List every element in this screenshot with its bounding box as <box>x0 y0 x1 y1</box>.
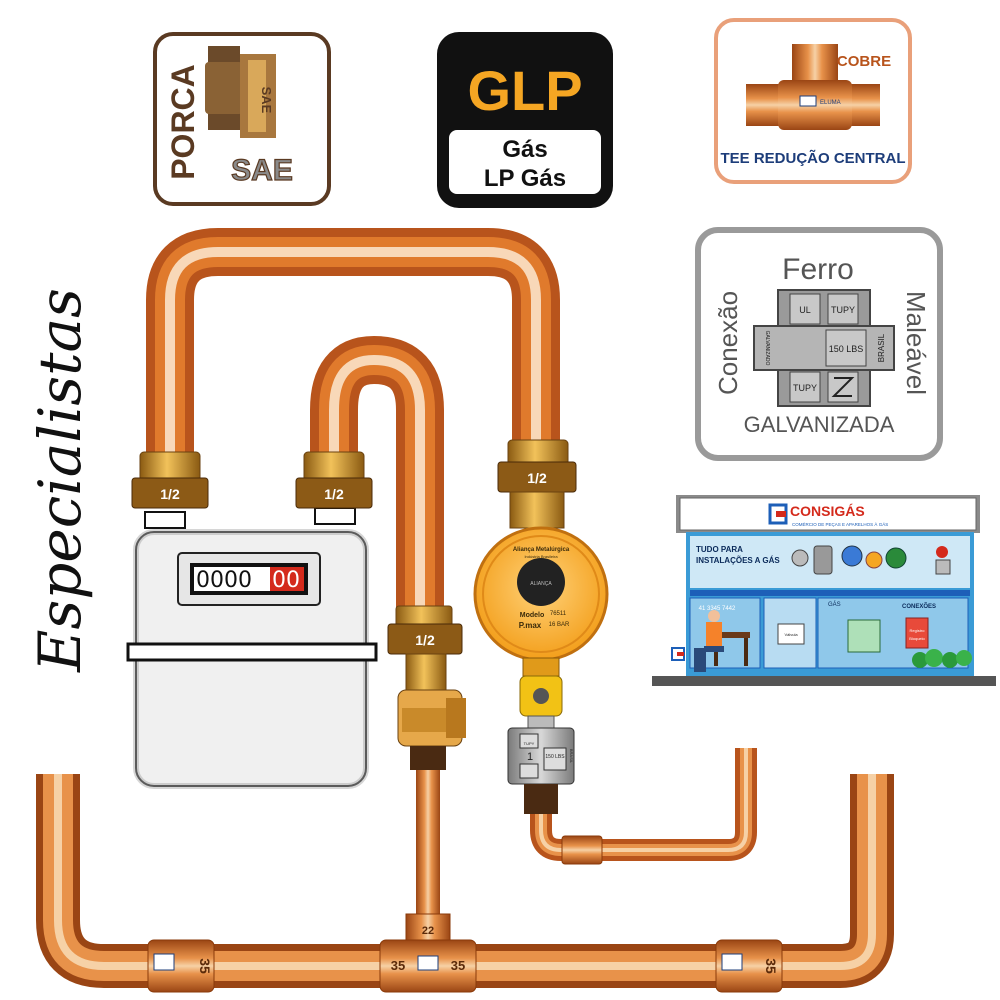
store-bushes <box>912 649 972 668</box>
galvanized-fitting-icon: UL TUPY 150 LBS BRASIL GALVANIZADO TUPY <box>753 289 895 407</box>
tee-caption: TEE REDUÇÃO CENTRAL <box>720 149 905 167</box>
inner-u-pipe <box>310 335 444 618</box>
regulator-pmax-value: 16 BAR <box>549 622 570 628</box>
ferro-right: Maleável <box>901 291 931 395</box>
fitting-brand: TUPY <box>524 741 535 746</box>
ferro-bottom: GALVANIZADA <box>744 412 895 437</box>
glp-title: GLP <box>467 59 582 122</box>
tee-size-left: 35 <box>391 958 405 973</box>
consigas-logo-icon <box>768 503 788 525</box>
regulator-model-label: Modelo <box>520 612 545 619</box>
store-slogan-2: INSTALAÇÕES A GÁS <box>696 556 780 565</box>
sae-label: SAE <box>231 154 293 187</box>
tee-size-right: 35 <box>451 958 465 973</box>
store-tagline: COMÉRCIO DE PEÇAS E APARELHOS À GÁS <box>792 521 888 527</box>
tee-size-22: 22 <box>422 925 434 937</box>
glp-line1: Gás <box>502 136 547 163</box>
porca-label: PORCA <box>165 64 201 180</box>
ferro-left: Conexão <box>713 291 743 395</box>
nut-label: 1/2 <box>415 632 435 648</box>
store-box-label: Válvula <box>784 632 798 637</box>
coupling-size: 35 <box>763 958 779 974</box>
tee-junction: 22 35 35 <box>379 913 477 993</box>
main-manifold-pipe <box>36 774 894 988</box>
gas-meter: 0000 00 <box>126 507 378 789</box>
regulator-sub: Indústria Brasileira <box>524 554 558 559</box>
meter-digits-red: 00 <box>272 568 300 593</box>
ferro-top: Ferro <box>782 253 854 286</box>
nut-label: 1/2 <box>324 486 344 502</box>
tee-material: COBRE <box>837 53 891 70</box>
tee-brand: ELUMA <box>820 100 841 106</box>
consigas-small-logo-icon <box>671 647 685 661</box>
tee-badge: ELUMA COBRE TEE REDUÇÃO CENTRAL <box>714 18 912 184</box>
gas-regulator: Aliança Metalúrgica Indústria Brasileira… <box>473 526 609 729</box>
store-product-label-0: Registro <box>910 628 926 633</box>
store-door-label: GÁS <box>828 601 841 608</box>
store-slogan-1: TUDO PARA <box>696 545 743 554</box>
store-phone: 41 3345 7442 <box>699 606 736 612</box>
worker-figure <box>694 610 750 672</box>
nut-regulator-top: 1/2 <box>497 439 577 529</box>
nut-label: 1/2 <box>160 486 180 502</box>
nut-label: 1/2 <box>527 470 547 486</box>
valve-outlet-pipe <box>416 770 440 942</box>
regulator-brand: Aliança Metalúrgica <box>513 547 570 553</box>
galvanized-fitting: 1 150 LBS TUPY BRASIL <box>507 727 575 814</box>
nut-sae-text: SAE <box>259 87 274 114</box>
regulator-center: ALIANÇA <box>530 581 552 587</box>
nut-icon: SAE <box>205 46 276 138</box>
outer-u-pipe <box>146 228 560 468</box>
store-product-label-1: Bloqueio <box>909 636 925 641</box>
fit-label-1: TUPY <box>831 305 855 315</box>
fitting-size: 1 <box>527 751 533 763</box>
coupling-right: 35 <box>715 939 783 993</box>
meter-digits: 0000 00 <box>194 567 304 593</box>
regulator-outlet-pipe <box>530 748 757 865</box>
fit-label-2: 150 LBS <box>829 344 864 354</box>
store-products <box>791 545 951 575</box>
store-illustration: CONSIGÁS COMÉRCIO DE PEÇAS E APARELHOS À… <box>652 495 996 686</box>
coupling-size: 35 <box>197 958 213 974</box>
nut-meter-left: 1/2 <box>131 451 209 509</box>
nut-valve-top: 1/2 <box>387 605 463 655</box>
fit-label-5: TUPY <box>793 383 817 393</box>
store-name: CONSIGÁS <box>790 503 865 519</box>
fitting-brasil: BRASIL <box>569 749 574 764</box>
ferro-badge: Ferro Conexão Maleável GALVANIZADA UL TU… <box>695 227 943 461</box>
brass-ball-valve <box>397 653 466 770</box>
porca-sae-badge: SAE PORCA SAE <box>153 32 331 206</box>
fit-label-0: UL <box>799 305 811 315</box>
fitting-lbs: 150 LBS <box>545 754 565 760</box>
store-section-label: CONEXÕES <box>902 603 936 610</box>
glp-line2: LP Gás <box>484 165 566 192</box>
regulator-pmax-label: P.max <box>519 621 542 630</box>
nut-meter-right: 1/2 <box>295 451 373 509</box>
fit-label-4: GALVANIZADO <box>764 331 770 366</box>
fit-label-3: BRASIL <box>877 333 886 362</box>
meter-digits-black: 0000 <box>196 568 252 593</box>
coupling-left: 35 <box>147 939 215 993</box>
glp-badge: GLP Gás LP Gás <box>437 32 613 208</box>
tee-fitting-icon: ELUMA <box>746 44 880 130</box>
regulator-model-value: 76511 <box>550 611 567 617</box>
especialistas-script: Especialistas <box>26 288 94 673</box>
